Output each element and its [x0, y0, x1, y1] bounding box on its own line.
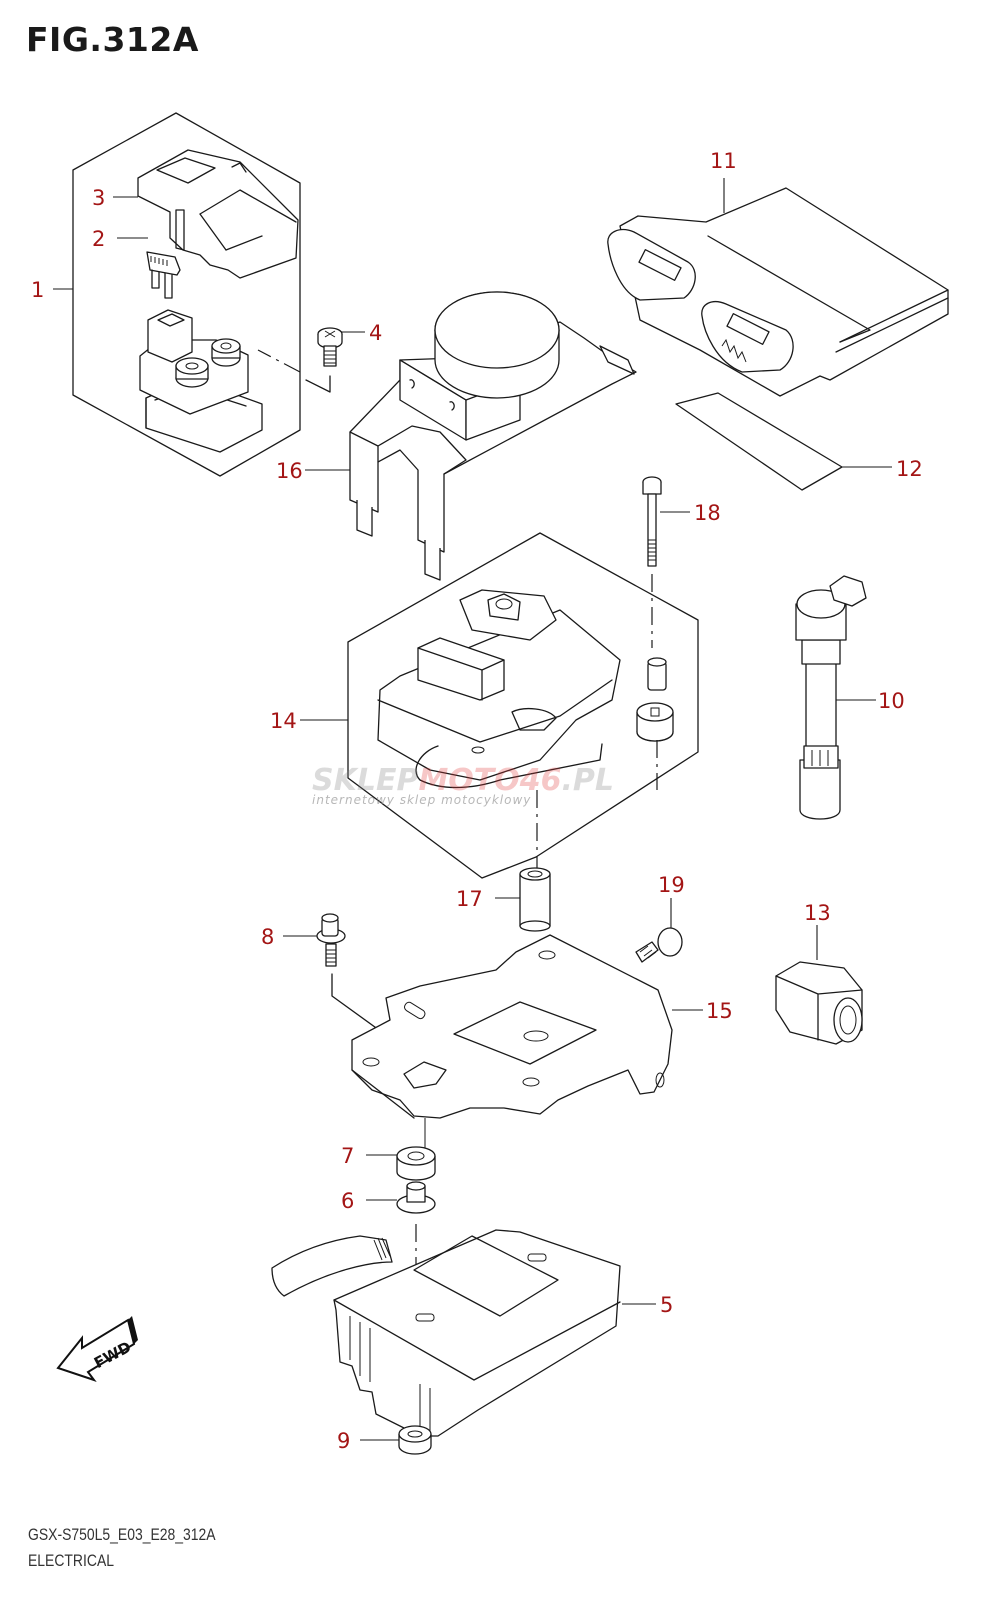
- part-7-cushion[interactable]: [396, 1118, 436, 1181]
- watermark-part-4: .PL: [562, 763, 615, 798]
- part-14-group-outline: [347, 532, 699, 879]
- callout-19[interactable]: 19: [658, 873, 685, 897]
- part-13-connector[interactable]: [775, 961, 863, 1045]
- part-4-screw[interactable]: [257, 327, 343, 393]
- figure-title: FIG.312A: [26, 20, 199, 59]
- part-1-group-outline: [72, 112, 301, 477]
- section-name: ELECTRICAL: [28, 1551, 114, 1570]
- callout-15[interactable]: 15: [706, 999, 733, 1023]
- callout-4[interactable]: 4: [369, 321, 382, 345]
- callout-12[interactable]: 12: [896, 457, 923, 481]
- watermark-part-2: MOTO: [418, 763, 519, 798]
- callout-1[interactable]: 1: [31, 278, 44, 302]
- part-16-cover-bracket[interactable]: [349, 291, 637, 581]
- callout-11[interactable]: 11: [710, 149, 737, 173]
- callout-8[interactable]: 8: [261, 925, 274, 949]
- part-14-collar-small[interactable]: [636, 657, 674, 790]
- callout-9[interactable]: 9: [337, 1429, 350, 1453]
- part-5-regulator-rectifier[interactable]: [271, 1229, 621, 1437]
- part-18-bolt[interactable]: [642, 476, 662, 648]
- callout-17[interactable]: 17: [456, 887, 483, 911]
- part-12-cushion-pad[interactable]: [675, 392, 843, 491]
- callout-14[interactable]: 14: [270, 709, 297, 733]
- callout-7[interactable]: 7: [341, 1144, 354, 1168]
- part-19-bolt[interactable]: [635, 927, 683, 963]
- callout-5[interactable]: 5: [660, 1293, 673, 1317]
- watermark-brand: SKLEPMOTO46.PL: [312, 763, 614, 798]
- callout-6[interactable]: 6: [341, 1189, 354, 1213]
- callout-3[interactable]: 3: [92, 186, 105, 210]
- callout-18[interactable]: 18: [694, 501, 721, 525]
- callout-2[interactable]: 2: [92, 227, 105, 251]
- callout-10[interactable]: 10: [878, 689, 905, 713]
- part-9-nut[interactable]: [398, 1425, 432, 1455]
- watermark: SKLEPMOTO46.PL internetowy sklep motocyk…: [312, 763, 614, 807]
- part-14-actuator[interactable]: [377, 589, 621, 789]
- part-15-bracket[interactable]: [351, 934, 673, 1119]
- watermark-part-1: SKLEP: [312, 763, 418, 798]
- part-2-fuse[interactable]: [146, 251, 181, 299]
- model-code: GSX-S750L5_E03_E28_312A: [28, 1525, 216, 1544]
- callout-13[interactable]: 13: [804, 901, 831, 925]
- part-1-starter-relay[interactable]: [139, 309, 263, 453]
- callout-16[interactable]: 16: [276, 459, 303, 483]
- watermark-tagline: internetowy sklep motocyklowy: [312, 793, 531, 807]
- part-11-ecm-unit[interactable]: [607, 187, 949, 397]
- part-10-ignition-coil[interactable]: [795, 575, 867, 820]
- part-3-relay-cover[interactable]: [137, 149, 299, 279]
- fwd-arrow-icon: FWD: [56, 1316, 138, 1382]
- watermark-part-3: 46: [519, 763, 562, 798]
